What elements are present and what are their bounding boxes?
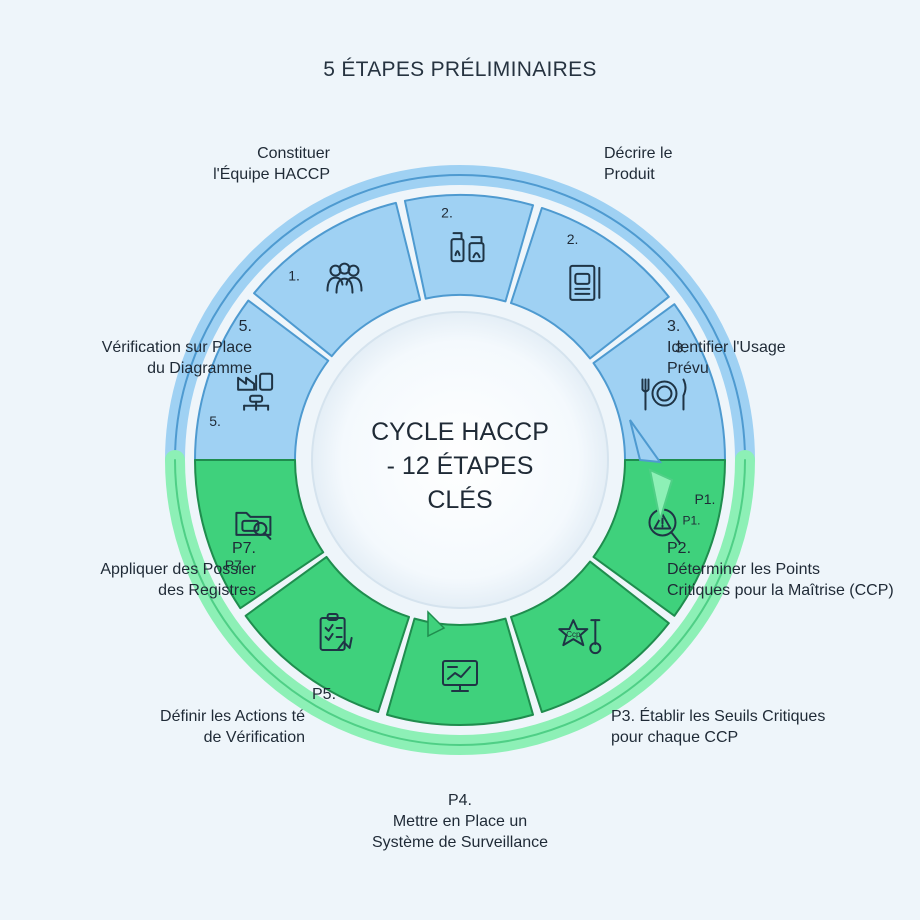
segment-clipboard-checklist [244,555,411,714]
label-step5-line3: du Diagramme [147,360,252,377]
label-p7-line3: des Registres [158,582,256,599]
segment-hazard-magnifier [592,459,726,617]
label-p7: P7. Appliquer des Possier des Registres [80,538,256,601]
label-step3-line1: 3. [667,318,681,335]
label-p4-line1: P4. [447,792,472,809]
label-p2-line3: Critiques pour la Maîtrise (CCP) [667,582,894,599]
ccp-thermometer-icon: Ccp [558,619,602,655]
label-p5-line1: Définir les Actions té [160,708,305,725]
segment-number: 5. [209,413,221,429]
plate-cutlery-icon [641,378,687,411]
inner-arrow [427,610,446,638]
outer-arc-blue-edge [174,174,746,461]
label-p3: P3. Établir les Seuils Critiques pour ch… [611,706,851,748]
label-p2-line2: Déterminer les Points [667,561,820,578]
outer-ring-arcs [165,165,755,755]
segment-number: 2. [441,204,453,220]
label-step2: Décrire le Produit [604,143,744,185]
label-step3: 3. Identifier l'Usage Prévu [667,316,847,379]
segment-monitoring-screen [385,617,535,726]
label-p4-line2: Mettre en Place un [392,813,528,830]
segment-number: P1. [694,491,715,507]
diagram-title: 5 ÉTAPES PRÉLIMINAIRES [323,58,597,81]
product-jars-icon [450,232,485,263]
label-p7-line1: P7. [231,540,256,557]
center-title-line2: - 12 ÉTAPES CLÉS [386,452,534,514]
label-step3-line2: Identifier l'Usage [667,339,786,356]
monitoring-screen-icon [442,660,478,692]
outer-arc-green-edge [174,459,746,746]
label-step2-line1: Décrire le [604,145,673,162]
clipboard-checklist-icon [319,612,353,651]
segment-numbers: 5. 1. 2. 2. 3. P1. P7. [209,204,715,572]
label-step2-line2: Produit [604,166,655,183]
cycle-arrows [427,419,674,638]
label-p2: P2. Déterminer les Points Critiques pour… [667,538,907,601]
team-icon [326,262,363,294]
p1-tag: P1. [682,513,700,527]
factory-flowchart-icon [237,372,274,411]
center-disc [311,311,609,609]
segment-number: 2. [567,231,579,247]
folder-search-icon [235,511,272,540]
label-step1: Constituer l'Équipe HACCP [180,143,330,185]
label-p3-line2: pour chaque CCP [611,729,739,746]
segment-number: 1. [288,268,300,284]
center-title-line1: CYCLE HACCP [371,418,549,446]
segment-number: 3. [675,339,687,355]
label-step5: 5. Vérification sur Place du Diagramme [60,316,252,379]
label-p2-line1: P2. [667,540,692,557]
document-description-icon [569,264,601,301]
center-title: CYCLE HACCP - 12 ÉTAPES CLÉS [360,415,560,517]
label-step5-line2: Vérification sur Place [101,339,252,356]
label-p3-line1: P3. Établir les Seuils Critiques [611,708,826,725]
label-p5-line2: de Vérification [203,729,305,746]
label-step5-line1: 5. [238,318,252,335]
segment-factory-flowchart [194,299,330,461]
label-step1-line1: Constituer [257,145,330,162]
label-step3-line3: Prévu [667,360,709,377]
segment-icons: P1. Ccp [235,232,700,692]
cycle-arrow-green [648,468,674,521]
label-p4: P4. Mettre en Place un Système de Survei… [345,790,575,853]
label-step1-line2: l'Équipe HACCP [213,166,330,183]
ccp-star-text: Ccp [566,630,581,639]
segment-number: P7. [225,557,246,573]
segment-team [253,201,422,358]
label-p5-tag: P5. [312,686,337,703]
cycle-arrow-blue [629,419,663,464]
label-p5: Définir les Actions té de Vérification [100,706,305,748]
segment-ccp-thermometer [509,560,670,714]
label-p4-line3: Système de Surveillance [371,834,549,851]
label-p7-line2: Appliquer des Possier [100,561,256,578]
